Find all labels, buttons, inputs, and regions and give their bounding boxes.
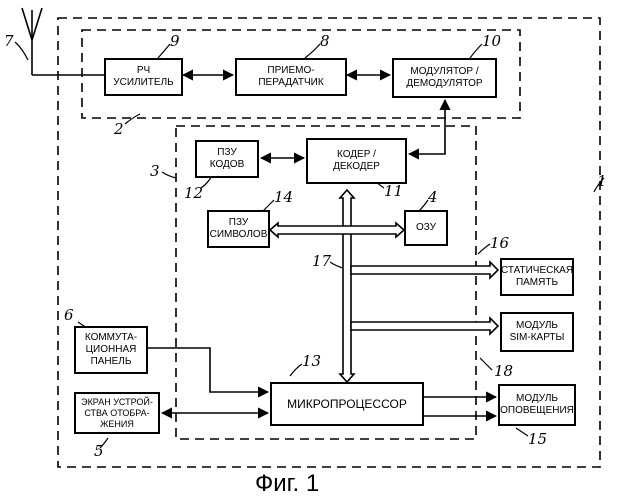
ref-12: 12 [184, 186, 203, 201]
modem-label: МОДУЛЯТОР / ДЕМОДУЛЯТОР [406, 66, 482, 90]
static-memory-block: СТАТИЧЕСКАЯ ПАМЯТЬ [500, 258, 574, 296]
code-rom-block: ПЗУ КОДОВ [195, 140, 259, 178]
microprocessor-block: МИКРОПРОЦЕССОР [270, 382, 424, 426]
panel-cpu-link [148, 348, 268, 392]
figure-caption: Фиг. 1 [255, 470, 319, 498]
ref-6: 6 [64, 308, 74, 323]
ref-9: 9 [170, 34, 180, 49]
ref-13: 13 [302, 354, 321, 369]
ref-8: 8 [320, 34, 330, 49]
code-rom-label: ПЗУ КОДОВ [210, 147, 245, 171]
switch-panel-block: КОММУТА- ЦИОННАЯ ПАНЕЛЬ [74, 326, 148, 374]
rf-amplifier-block: РЧ УСИЛИТЕЛЬ [104, 58, 183, 96]
display-block: ЭКРАН УСТРОЙ- СТВА ОТОБРА- ЖЕНИЯ [74, 392, 160, 434]
ref-14: 14 [274, 190, 293, 205]
ref-1: 1 [597, 174, 607, 189]
ref-16: 16 [490, 236, 509, 251]
ref-11: 11 [384, 184, 403, 199]
rf-amplifier-label: РЧ УСИЛИТЕЛЬ [113, 65, 173, 89]
static-memory-label: СТАТИЧЕСКАЯ ПАМЯТЬ [501, 265, 573, 289]
switch-panel-label: КОММУТА- ЦИОННАЯ ПАНЕЛЬ [85, 332, 137, 368]
display-label: ЭКРАН УСТРОЙ- СТВА ОТОБРА- ЖЕНИЯ [81, 397, 153, 430]
ref-4: 4 [428, 190, 438, 205]
ref-3: 3 [150, 164, 160, 179]
ram-label: ОЗУ [416, 222, 436, 234]
symbol-rom-label: ПЗУ СИМВОЛОВ [210, 217, 268, 241]
transceiver-block: ПРИЕМО- ПЕРАДАТЧИК [235, 58, 347, 96]
modem-block: МОДУЛЯТОР / ДЕМОДУЛЯТОР [392, 58, 497, 98]
transceiver-label: ПРИЕМО- ПЕРАДАТЧИК [258, 65, 323, 89]
ref-10: 10 [482, 34, 501, 49]
codec-label: КОДЕР / ДЕКОДЕР [333, 149, 380, 173]
modem-codec-link [409, 100, 445, 154]
alert-module-label: МОДУЛЬ ОПОВЕЩЕНИЯ [500, 393, 574, 417]
sim-module-label: МОДУЛЬ SIM-КАРТЫ [510, 320, 565, 344]
codec-block: КОДЕР / ДЕКОДЕР [306, 138, 407, 184]
microprocessor-label: МИКРОПРОЦЕССОР [287, 398, 407, 410]
ref-17: 17 [312, 254, 331, 269]
alert-module-block: МОДУЛЬ ОПОВЕЩЕНИЯ [498, 384, 576, 426]
ref-7: 7 [4, 34, 14, 49]
sim-module-block: МОДУЛЬ SIM-КАРТЫ [500, 312, 574, 352]
ref-5: 5 [94, 444, 104, 459]
ref-2: 2 [114, 122, 124, 137]
ram-block: ОЗУ [404, 210, 448, 246]
symbol-rom-block: ПЗУ СИМВОЛОВ [207, 210, 270, 248]
ref-18: 18 [494, 364, 513, 379]
ref-15: 15 [528, 432, 547, 447]
